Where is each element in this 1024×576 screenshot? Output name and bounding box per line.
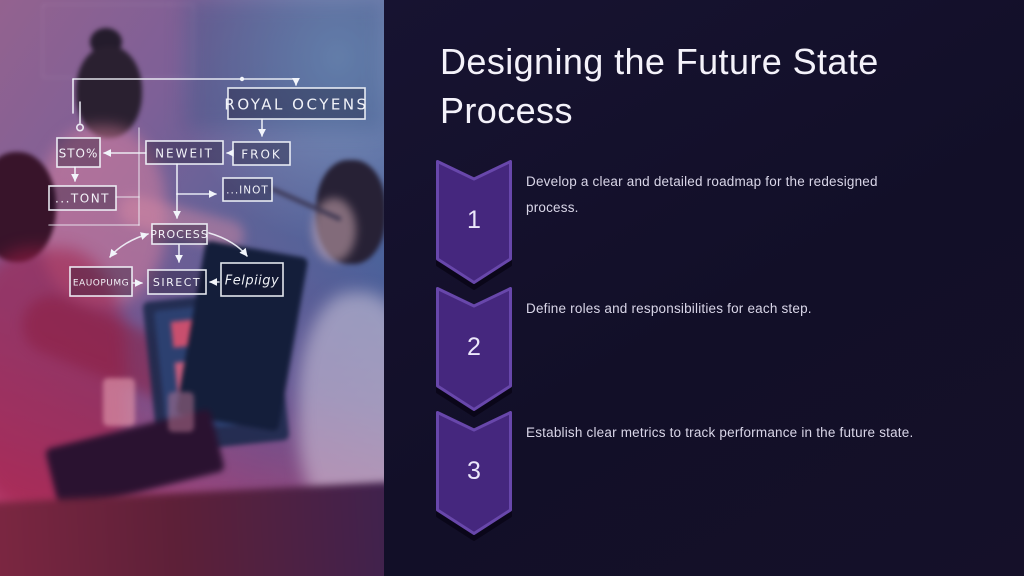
chevron-shape-3	[436, 411, 512, 535]
photo-scene	[0, 0, 384, 576]
content-panel: Designing the Future State Process 1 Dev…	[384, 0, 1024, 576]
person-silhouette	[76, 46, 142, 138]
step-text: Define roles and responsibilities for ea…	[526, 301, 812, 316]
flowchart-node-royal-ocyens: ROYAL OCYENS	[224, 87, 368, 120]
step-number: 2	[467, 332, 481, 361]
node-label: STO%	[59, 147, 99, 161]
flowchart-node-eauopumg: EAUOPUMG	[69, 266, 133, 297]
step-text: Establish clear metrics to track perform…	[526, 425, 914, 440]
flowchart-node-sirect: SIRECT	[147, 269, 207, 295]
flowchart-node-process: PROCESS	[150, 223, 209, 245]
coffee-cup	[103, 378, 135, 426]
flowchart-overlay: ROYAL OCYENS STO% NEWEIT FROK ...TONT ..…	[48, 76, 368, 297]
node-label: ...INOT	[226, 185, 269, 197]
connector-dot	[239, 76, 245, 82]
wall-shadow	[186, 0, 384, 130]
step-row-1: 1 Develop a clear and detailed roadmap f…	[436, 160, 996, 286]
flowchart-node-inot: ...INOT	[222, 177, 273, 202]
node-label: NEWEIT	[155, 147, 214, 161]
flowchart-node-sto: STO%	[56, 137, 101, 168]
step-number: 1	[467, 205, 481, 234]
edge-process-felpiigy	[208, 232, 248, 257]
node-label: ROYAL OCYENS	[224, 96, 368, 114]
chevron-shape-2	[436, 287, 512, 411]
flowchart-node-frok: FROK	[232, 141, 291, 166]
node-label: EAUOPUMG	[73, 279, 129, 289]
slide-title: Designing the Future State Process	[440, 41, 879, 131]
flowchart-node-neweit: NEWEIT	[145, 140, 224, 165]
chevron-shape-1	[436, 160, 512, 284]
step-text: Develop a clear and detailed roadmap for…	[526, 174, 878, 215]
person-silhouette	[0, 152, 56, 262]
step-row-2: 2 Define roles and responsibilities for …	[436, 287, 996, 413]
office-photo-panel: ROYAL OCYENS STO% NEWEIT FROK ...TONT ..…	[0, 0, 384, 576]
node-label: PROCESS	[150, 228, 209, 241]
node-label: ...TONT	[55, 192, 110, 206]
node-label: Felpiigy	[225, 274, 280, 289]
flowchart-node-felpiigy: Felpiigy	[220, 262, 284, 297]
node-label: SIRECT	[153, 276, 201, 289]
edge-top-loop	[72, 77, 300, 86]
connector-ring	[76, 123, 85, 132]
step-number: 3	[467, 456, 481, 485]
flowchart-node-tont: ...TONT	[48, 185, 117, 211]
edge-process-eauopumg	[109, 232, 149, 258]
step-row-3: 3 Establish clear metrics to track perfo…	[436, 411, 996, 537]
node-label: FROK	[241, 148, 282, 162]
coffee-cup	[168, 392, 194, 432]
